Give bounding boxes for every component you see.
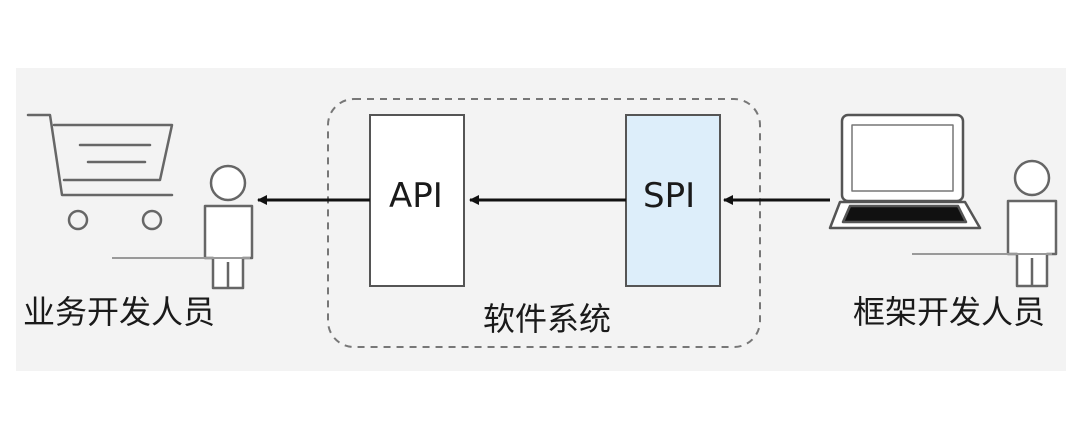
api-box — [369, 114, 465, 287]
software-system-label: 软件系统 — [483, 300, 612, 338]
laptop-icon — [828, 113, 982, 230]
api-label: API — [389, 176, 443, 216]
shopping-cart-icon — [26, 113, 174, 231]
business-developer-label: 业务开发人员 — [23, 293, 216, 331]
software-system-boundary — [327, 98, 761, 348]
spi-label: SPI — [643, 176, 696, 216]
person-icon — [112, 164, 254, 290]
person-icon — [912, 159, 1058, 288]
framework-developer-label: 框架开发人员 — [853, 293, 1046, 331]
